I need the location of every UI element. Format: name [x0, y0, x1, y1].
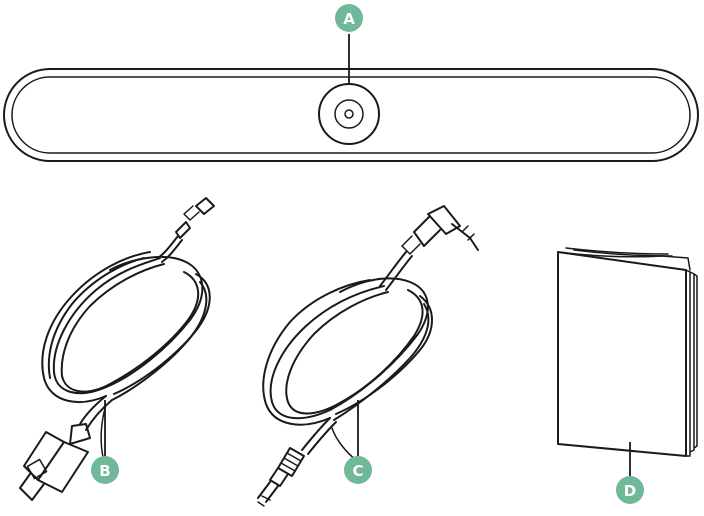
- badge-c-label: C: [352, 462, 363, 480]
- badge-a-label: A: [343, 10, 355, 28]
- badge-b: B: [91, 456, 119, 484]
- badge-d-label: D: [624, 482, 636, 500]
- soundbar-icon: [4, 69, 698, 161]
- usb-power-cable-icon: [20, 198, 214, 500]
- badge-d: D: [616, 476, 644, 504]
- booklet-icon: [558, 248, 697, 456]
- badge-c: C: [344, 456, 372, 484]
- badge-a: A: [335, 4, 363, 32]
- badge-b-label: B: [99, 462, 110, 480]
